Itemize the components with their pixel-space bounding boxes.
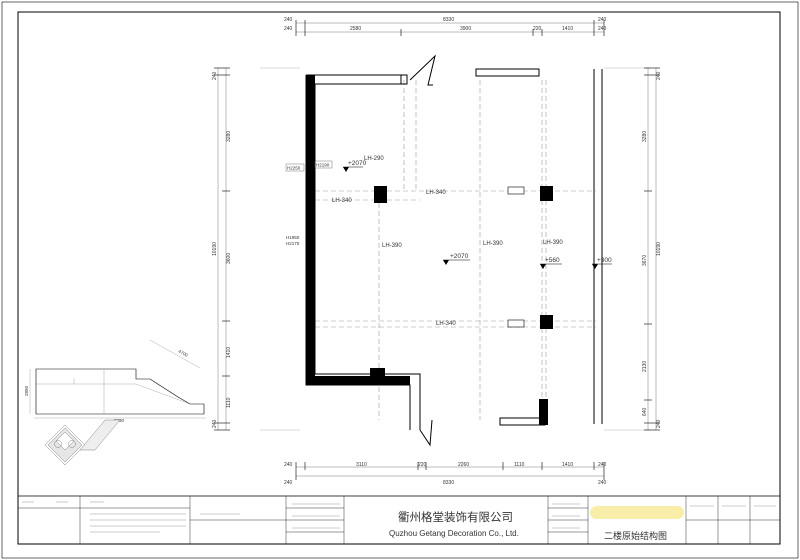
svg-text:+300: +300 [597, 257, 612, 264]
height-label: H2250 [287, 166, 301, 171]
dim-label: 3280 [642, 131, 648, 142]
drawing-highlight [590, 506, 684, 519]
dim-label: 3280 [226, 131, 232, 142]
opening [507, 186, 525, 195]
dim-label: 1410 [226, 347, 232, 358]
beam-label: LH-390 [483, 241, 503, 247]
elevation-marker: +560 [540, 257, 562, 269]
dim-label: 1110 [514, 462, 525, 468]
beam-label: LH-340 [332, 198, 352, 204]
stair-section [29, 339, 206, 419]
dim-label: 240 [284, 462, 293, 468]
dim-label: 240 [284, 26, 293, 32]
beam-label: LH-390 [382, 243, 402, 249]
dim-label: 220 [418, 462, 427, 468]
dim-label: 240 [656, 419, 662, 428]
dim-label: 1110 [226, 397, 232, 408]
dimensions-top [295, 20, 605, 36]
dim-label: 240 [598, 17, 607, 23]
company-name-en: Quzhou Getang Decoration Co., Ltd. [389, 529, 519, 538]
height-label: H2170 [286, 241, 300, 246]
dim-label: 240 [598, 480, 607, 486]
dimensions-bottom [295, 462, 605, 480]
svg-text:+560: +560 [545, 257, 560, 264]
dimensions-right [644, 67, 660, 431]
title-block-fine-print [22, 501, 776, 533]
floor-plan: LH-290 LH-340 LH-340 LH-390 LH-390 LH-39… [260, 54, 650, 447]
dim-label: 240 [212, 419, 218, 428]
dim-label: 2130 [642, 361, 648, 372]
company-name: 衢州格堂装饰有限公司 [398, 510, 513, 524]
dim-label: 8330 [443, 17, 454, 23]
beam-label: LH-340 [426, 190, 446, 196]
stair-dim-label: 4700 [178, 349, 190, 359]
beam-label: LH-290 [364, 156, 384, 162]
dim-label: 240 [212, 71, 218, 80]
columns [370, 186, 553, 425]
dim-label: 2580 [350, 26, 361, 32]
dim-label: 240 [656, 71, 662, 80]
column [374, 186, 387, 203]
opening [507, 319, 525, 328]
dim-label: 10190 [656, 242, 662, 256]
svg-text:+2070: +2070 [450, 253, 469, 260]
height-label: H1950 [286, 235, 300, 240]
height-label: H2190 [316, 163, 330, 168]
dim-label: 2260 [458, 462, 469, 468]
elevation-marker: +2070 [343, 160, 367, 172]
title-block [18, 495, 780, 544]
walls [305, 54, 603, 447]
dim-label: 1410 [562, 462, 573, 468]
dim-label: 10190 [212, 242, 218, 256]
inner-border [17, 11, 781, 545]
dim-label: 240 [598, 26, 607, 32]
dim-label: 3600 [226, 253, 232, 264]
stair-dim-label: 2850 [24, 385, 29, 396]
dim-label: 8330 [443, 480, 454, 486]
dim-label: 240 [598, 462, 607, 468]
drawing-title: 二楼原始结构图 [604, 530, 667, 541]
beam-label: LH-390 [543, 240, 563, 246]
column [540, 186, 553, 201]
column [539, 399, 548, 425]
dim-label: 240 [284, 480, 293, 486]
dim-label: 3670 [642, 255, 648, 266]
elevation-marker: +2070 [443, 253, 470, 265]
elevation-marker: +300 [592, 257, 612, 269]
dim-label: 1410 [562, 26, 573, 32]
dim-label: 220 [533, 26, 542, 32]
dim-label: 240 [284, 17, 293, 23]
dim-label: 3900 [460, 26, 471, 32]
column [540, 315, 553, 329]
stair-direction-symbol [44, 419, 121, 466]
column [370, 368, 385, 384]
beam-lines [315, 80, 596, 420]
dimensions-left [214, 67, 230, 431]
beam-label: LH-340 [436, 321, 456, 327]
dim-label: 3110 [356, 462, 367, 468]
svg-text:+2070: +2070 [348, 160, 367, 167]
dim-label: 640 [642, 407, 648, 416]
